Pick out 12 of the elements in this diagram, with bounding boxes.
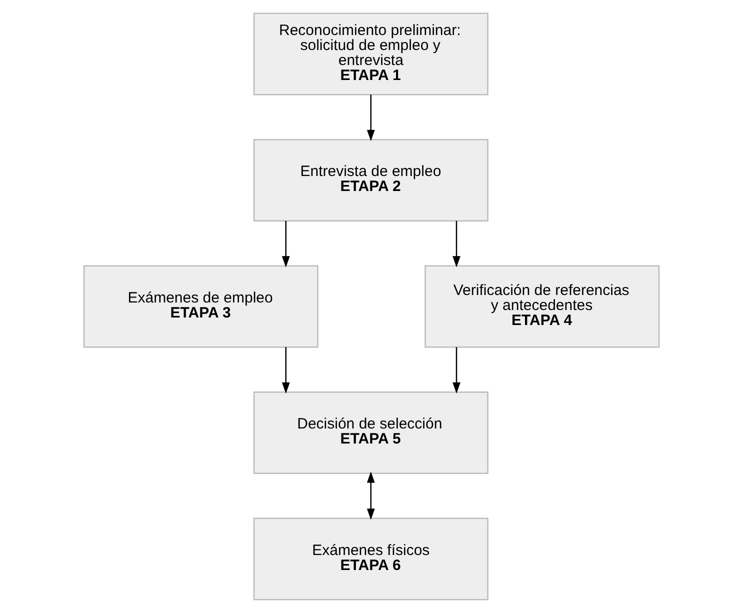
arrow [452,220,460,268]
node-box: Verificación de referencias y antecedentes ETAPA 4 [424,265,660,348]
arrow [366,472,374,520]
arrow [366,94,374,142]
node-box: Decisión de selección ETAPA 5 [252,392,488,474]
arrow [281,220,290,268]
node-box: Exámenes de empleo ETAPA 3 [82,265,318,348]
arrow [452,347,460,394]
arrow [281,347,290,394]
node-box: Exámenes físicos ETAPA 6 [252,518,488,600]
node-box: Entrevista de empleo ETAPA 2 [252,139,488,222]
node-box: Reconocimiento preliminar: solicitud de empleo y entrevista ETAPA 1 [252,12,488,96]
